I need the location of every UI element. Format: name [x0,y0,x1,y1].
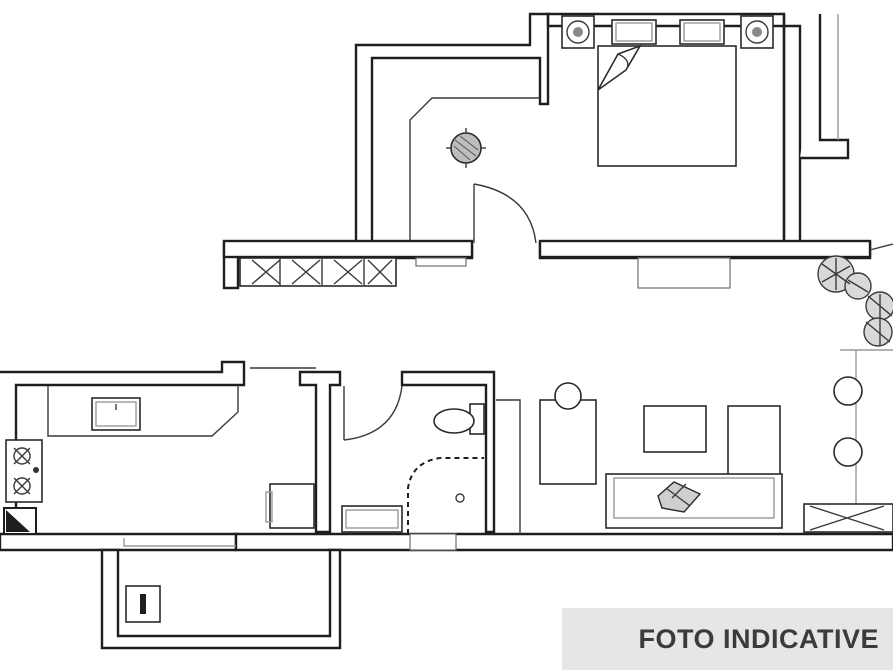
caption-box: FOTO INDICATIVE [562,608,893,670]
dining-table [539,382,597,485]
wardrobe [239,257,397,287]
bedroom-door [473,183,537,244]
balcony-storage [803,503,893,533]
window-hallway [415,257,467,267]
side-cabinet [727,405,781,477]
armchair-left [643,405,707,453]
window-bathroom [409,533,457,551]
plants [817,243,893,347]
bar-stools [833,376,863,467]
nightstand-left [561,15,595,49]
cooktop [5,439,43,503]
bathroom-sink [341,505,403,533]
shower [407,457,484,534]
caption-text: FOTO INDICATIVE [638,623,879,654]
kitchen-floor-line [123,538,236,547]
round-table [446,128,486,168]
upper-wing-walls [222,12,872,290]
toilet [433,403,485,435]
window-bedroom [637,257,731,289]
boiler [125,585,161,623]
bathroom-door [343,385,403,441]
fridge [3,507,37,535]
sofa [605,473,783,529]
double-bed [597,19,737,167]
kitchen-counter [47,385,239,437]
washing-machine [265,483,315,529]
nightstand-right [740,15,774,49]
